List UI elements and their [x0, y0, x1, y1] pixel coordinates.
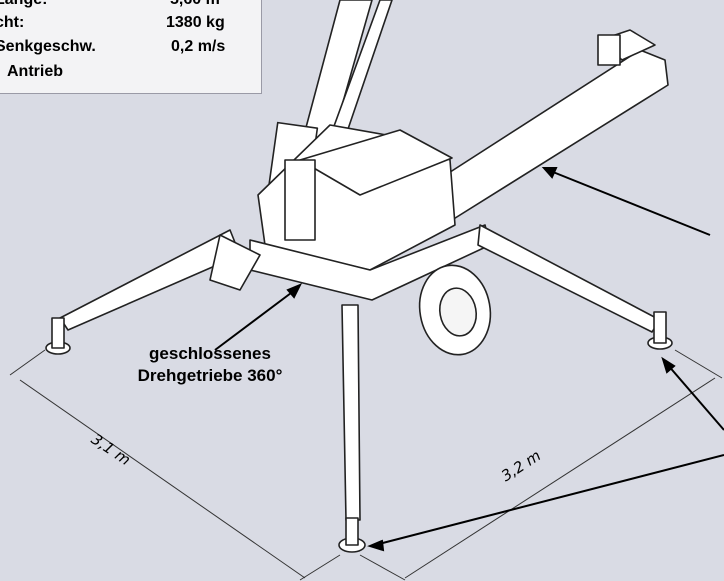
drawbar: [429, 49, 669, 221]
callout-label: geschlossenes Drehgetriebe 360°: [100, 343, 320, 387]
outrigger-right: [477, 224, 661, 333]
spec-box: Länge: 5,60 m cht: 1380 kg Senkgeschw. 0…: [0, 0, 262, 94]
spec-value-1: 5,60 m: [170, 0, 220, 9]
spec-value-3: 0,2 m/s: [171, 38, 226, 55]
spec-value-2: 1380 kg: [166, 14, 225, 31]
spec-label-1: Länge:: [0, 0, 47, 9]
arrow-drawbar: [547, 169, 711, 236]
front-leg: [341, 304, 361, 521]
spec-label-4: Antrieb: [7, 63, 63, 80]
dim-line-left: [19, 379, 306, 579]
callout-line-2: Drehgetriebe 360°: [137, 366, 283, 385]
spec-label-2: cht:: [0, 14, 25, 31]
arrow-drehgetriebe: [214, 289, 296, 351]
arrow-foot-front: [374, 454, 724, 546]
callout-line-1: geschlossenes: [149, 344, 271, 363]
arrow-foot-right: [666, 363, 724, 431]
spec-label-3: Senkgeschw.: [0, 38, 96, 55]
dim-line-right: [404, 377, 716, 579]
